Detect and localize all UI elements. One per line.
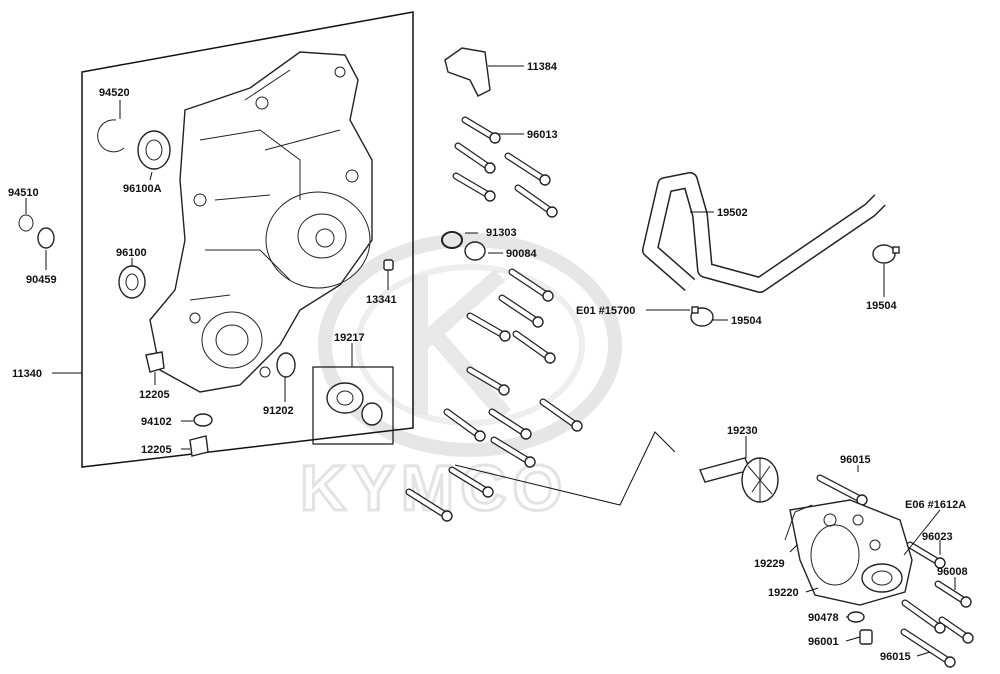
- bolt: [934, 580, 972, 608]
- washer-94102-part: [193, 413, 213, 427]
- label-e01: E01 #15700: [576, 305, 635, 317]
- label-96100a: 96100A: [123, 183, 162, 195]
- hose-clamp-left-part: [690, 306, 714, 327]
- label-12205-upper: 12205: [139, 389, 170, 401]
- o-ring-91303-part: [441, 231, 463, 249]
- bolt: [508, 268, 554, 302]
- bolt: [452, 172, 496, 202]
- label-19502: 19502: [717, 207, 748, 219]
- label-19229: 19229: [754, 558, 785, 570]
- label-19504-left: 19504: [731, 315, 762, 327]
- label-96100: 96100: [116, 247, 147, 259]
- label-90459: 90459: [26, 274, 57, 286]
- washer-90478-part: [847, 611, 865, 623]
- bolt: [443, 408, 486, 442]
- bolt: [498, 294, 544, 328]
- collar-90084-part: [464, 241, 486, 261]
- label-96001: 96001: [808, 636, 839, 648]
- label-96015-lower: 96015: [880, 651, 911, 663]
- plug-12205-lower-part: [189, 435, 209, 457]
- bolt-set: [405, 116, 974, 668]
- label-94520: 94520: [99, 87, 130, 99]
- label-19230: 19230: [727, 425, 758, 437]
- bolt: [816, 474, 868, 506]
- bolt: [488, 408, 532, 440]
- kymco-watermark-logo: KYMCO: [299, 233, 622, 526]
- bolt: [539, 398, 583, 432]
- coolant-hose-part: [642, 172, 886, 293]
- water-pump-seal-part: [326, 382, 364, 414]
- bolt: [466, 366, 510, 396]
- bolt: [490, 436, 536, 468]
- bolt: [514, 184, 558, 218]
- part-labels: 11384 96013 94520 96100A 94510 90459 961…: [8, 61, 968, 663]
- bolt: [466, 312, 511, 342]
- label-94510: 94510: [8, 187, 39, 199]
- crankcase-cover-part: [149, 51, 373, 393]
- bolt: [906, 541, 946, 569]
- oil-seal-91202-part: [276, 352, 296, 378]
- label-94102: 94102: [141, 416, 172, 428]
- label-96015-upper: 96015: [840, 454, 871, 466]
- leader-lines: [25, 65, 956, 657]
- label-e06: E06 #1612A: [905, 499, 966, 511]
- label-91303: 91303: [486, 227, 517, 239]
- label-19504-right: 19504: [866, 300, 897, 312]
- bolt: [504, 152, 551, 186]
- hose-clamp-right-part: [872, 244, 900, 264]
- bearing-96100-part: [118, 265, 146, 299]
- label-91202: 91202: [263, 405, 294, 417]
- label-11340: 11340: [12, 368, 42, 380]
- bolt: [938, 616, 974, 644]
- label-12205-lower: 12205: [141, 444, 172, 456]
- assembly-frame: [81, 11, 414, 468]
- bracket-11384-part: [444, 47, 491, 97]
- water-pump-cover-part: [789, 499, 913, 606]
- bolt: [461, 116, 501, 144]
- bolt: [901, 599, 946, 634]
- label-19220: 19220: [768, 587, 799, 599]
- watermark-text: KYMCO: [300, 452, 568, 524]
- seal-kit-box: [312, 366, 394, 445]
- plug-12205-upper-part: [145, 351, 165, 373]
- pin-13341-part: [383, 259, 394, 271]
- bolt: [454, 142, 496, 174]
- label-19217: 19217: [334, 332, 365, 344]
- label-90084: 90084: [506, 248, 537, 260]
- bolt: [405, 488, 453, 522]
- label-96008: 96008: [937, 566, 968, 578]
- gasket-19229-part: [784, 504, 813, 541]
- label-90478: 90478: [808, 612, 839, 624]
- bolt: [512, 330, 556, 364]
- drain-bolt-96001-part: [859, 629, 873, 645]
- label-96013: 96013: [527, 129, 558, 141]
- label-11384: 11384: [527, 61, 558, 73]
- washer-90459-part: [37, 227, 55, 249]
- label-96023: 96023: [922, 531, 953, 543]
- small-circlip-part: [18, 214, 34, 232]
- bolt: [448, 466, 494, 498]
- label-13341: 13341: [366, 294, 397, 306]
- bolt: [900, 628, 956, 668]
- bearing-96100a-part: [137, 130, 171, 170]
- reference-line: [454, 431, 676, 506]
- seal-ring-part: [361, 402, 383, 426]
- impeller-shaft-part: [699, 457, 779, 503]
- circlip-part: [97, 119, 125, 153]
